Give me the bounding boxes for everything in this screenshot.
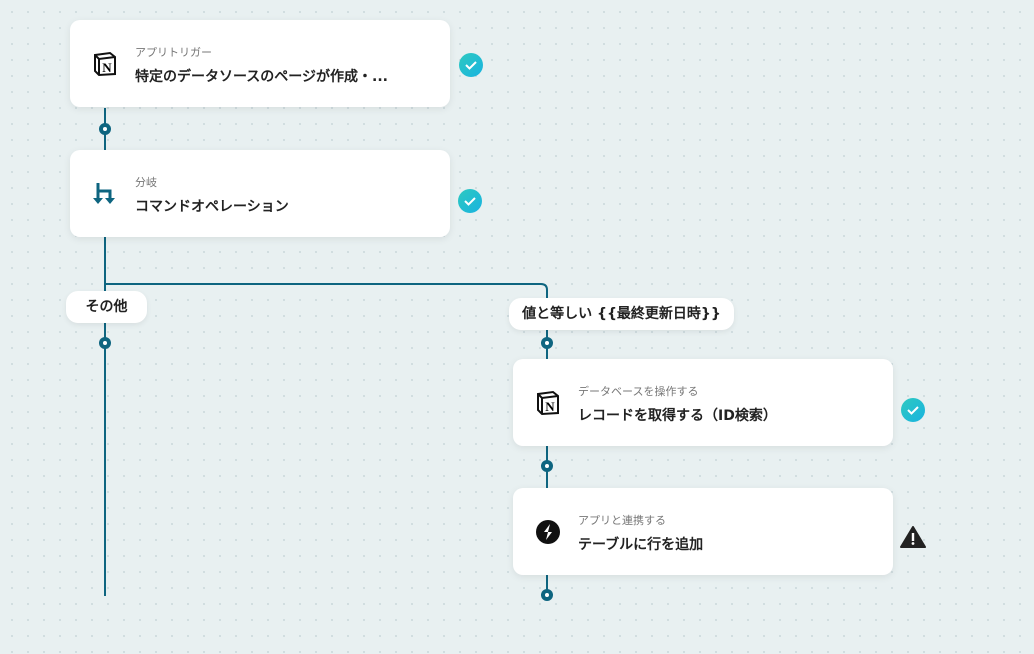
step-title: コマンドオペレーション	[135, 199, 289, 215]
step-card-trigger[interactable]: N アプリトリガー 特定のデータソースのページが作成・...	[70, 20, 450, 107]
step-title: レコードを取得する（ID検索）	[578, 408, 777, 424]
step-subtitle: データベースを操作する	[578, 385, 699, 398]
notion-icon: N	[94, 51, 116, 77]
success-check-icon	[459, 53, 483, 77]
branch-condition-label[interactable]: 値と等しい {{最終更新日時}}	[509, 298, 734, 330]
notion-icon: N	[537, 390, 559, 416]
success-check-icon	[458, 189, 482, 213]
warning-icon	[900, 525, 926, 549]
branch-icon	[93, 183, 115, 204]
step-card-branch[interactable]: 分岐 コマンドオペレーション	[70, 150, 450, 237]
step-title: 特定のデータソースのページが作成・...	[135, 69, 388, 85]
step-title: テーブルに行を追加	[578, 537, 704, 553]
step-subtitle: アプリと連携する	[578, 514, 666, 527]
step-subtitle: アプリトリガー	[135, 46, 212, 59]
step-subtitle: 分岐	[135, 176, 157, 189]
svg-text:N: N	[102, 60, 112, 75]
app-icon	[536, 520, 560, 544]
success-check-icon	[901, 398, 925, 422]
step-card-get-record[interactable]: N データベースを操作する レコードを取得する（ID検索）	[513, 359, 893, 446]
branch-else-label[interactable]: その他	[66, 291, 147, 323]
step-card-add-row[interactable]: アプリと連携する テーブルに行を追加	[513, 488, 893, 575]
svg-text:N: N	[545, 399, 555, 414]
